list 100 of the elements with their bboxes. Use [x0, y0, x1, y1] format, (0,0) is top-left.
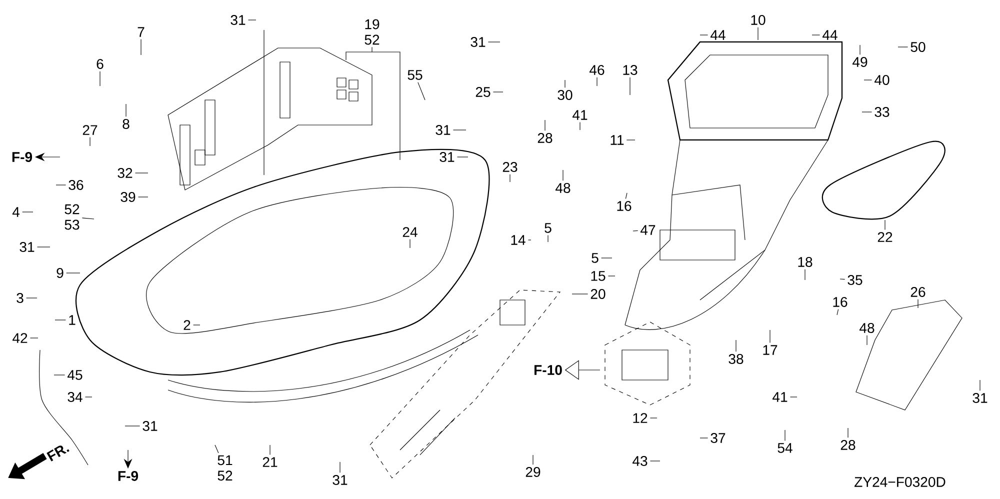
callout-number: 27: [82, 125, 98, 135]
leader-line: [214, 444, 219, 454]
callout-number: 16: [617, 201, 632, 211]
leader-line: [82, 218, 94, 220]
callout-number: 5: [592, 253, 598, 263]
callout-number: 36: [68, 180, 84, 190]
callout-number: 21: [262, 457, 278, 467]
callout-number: 17: [763, 345, 778, 355]
leader-line: [866, 335, 868, 346]
leader-line: [898, 46, 908, 48]
leader-line: [804, 269, 806, 280]
leader-line: [700, 34, 708, 36]
callout-number: 18: [798, 257, 812, 267]
leader-line: [564, 80, 566, 88]
leader-line: [140, 38, 142, 56]
callout-number: 31: [142, 421, 158, 431]
leader-line: [456, 156, 468, 158]
callout-number: 10: [751, 15, 766, 25]
callout-number: 32: [118, 168, 132, 178]
callout-number: 51 52: [218, 455, 232, 481]
leader-line: [84, 396, 92, 398]
callout-number: 31: [440, 152, 454, 162]
leader-line: [625, 192, 628, 199]
callout-number: 5: [544, 223, 552, 233]
callout-number: 41: [772, 392, 788, 402]
callout-number: 44: [822, 30, 838, 40]
callout-number: 48: [860, 323, 874, 333]
callout-number: 46: [590, 65, 604, 75]
callout-number: 31: [230, 15, 246, 25]
callout-number: 45: [68, 370, 82, 380]
callout-number: 44: [710, 30, 726, 40]
reference-label: F-9: [118, 471, 138, 481]
callout-number: 47: [640, 225, 656, 235]
leader-line: [418, 82, 426, 100]
callout-number: 13: [623, 65, 638, 75]
leader-line: [36, 246, 50, 248]
callout-number: 28: [840, 440, 856, 450]
leader-line: [532, 454, 534, 465]
callout-number: 28: [538, 133, 552, 143]
reference-label: F-9: [12, 152, 32, 162]
callout-number: 40: [874, 75, 890, 85]
callout-number: 26: [910, 287, 926, 297]
callout-number: 12: [633, 413, 648, 423]
callout-number: 43: [632, 456, 648, 466]
callout-number: 33: [874, 107, 890, 117]
leader-line: [54, 374, 66, 376]
leader-line: [836, 309, 839, 316]
leader-line: [134, 172, 148, 174]
callout-number: 37: [710, 433, 726, 443]
callout-number: 31: [20, 242, 34, 252]
callout-number: 11: [610, 135, 624, 145]
callout-number: 14: [511, 235, 526, 245]
callout-number: 24: [402, 227, 418, 237]
callout-number: 16: [833, 297, 848, 307]
callout-number: 48: [556, 183, 570, 193]
leader-line: [884, 220, 886, 230]
callout-number: 22: [878, 232, 892, 242]
leader-line: [138, 196, 148, 198]
leader-line: [812, 34, 820, 36]
callout-number: 2: [184, 320, 190, 330]
callout-number: 8: [122, 119, 130, 129]
callout-number: 3: [16, 293, 24, 303]
callout-number: 29: [526, 467, 540, 477]
callout-number: 34: [68, 392, 82, 402]
callout-number: 31: [470, 37, 486, 47]
callout-number: 41: [572, 110, 588, 120]
callout-number: 4: [12, 207, 20, 217]
leader-line: [56, 184, 66, 186]
leader-line: [596, 77, 598, 86]
reference-label: F-10: [534, 365, 562, 375]
callout-number: 9: [56, 268, 64, 278]
callout-number: 35: [848, 275, 862, 285]
leader-line: [66, 272, 80, 274]
leader-line: [632, 230, 638, 232]
callout-number: 15: [591, 271, 606, 281]
callout-number: 6: [96, 59, 104, 69]
leader-line: [790, 396, 798, 398]
callout-number: 55: [408, 70, 422, 80]
callout-number: 38: [728, 354, 744, 364]
direction-label: FR.: [46, 446, 70, 462]
callout-number: 54: [778, 443, 792, 453]
callout-number: 31: [436, 125, 450, 135]
callout-number: 39: [120, 192, 136, 202]
callout-number: 30: [558, 90, 572, 100]
leader-line: [650, 460, 660, 462]
callout-number: 23: [502, 162, 518, 172]
leader-line: [840, 278, 846, 280]
drawing-code: ZY24−F0320D: [854, 477, 946, 487]
callout-number: 52 53: [64, 204, 80, 230]
leader-line: [193, 324, 200, 326]
callout-number: 31: [972, 393, 988, 403]
callout-number: 7: [138, 27, 144, 37]
callout-number: 20: [590, 289, 606, 299]
callout-number: 50: [910, 42, 926, 52]
callout-number: 25: [476, 87, 490, 97]
leader-line: [544, 120, 546, 131]
callout-number: 42: [12, 333, 28, 343]
callout-number: 1: [69, 315, 76, 325]
leader-line: [784, 430, 786, 441]
callout-number: 19 52: [364, 19, 380, 45]
